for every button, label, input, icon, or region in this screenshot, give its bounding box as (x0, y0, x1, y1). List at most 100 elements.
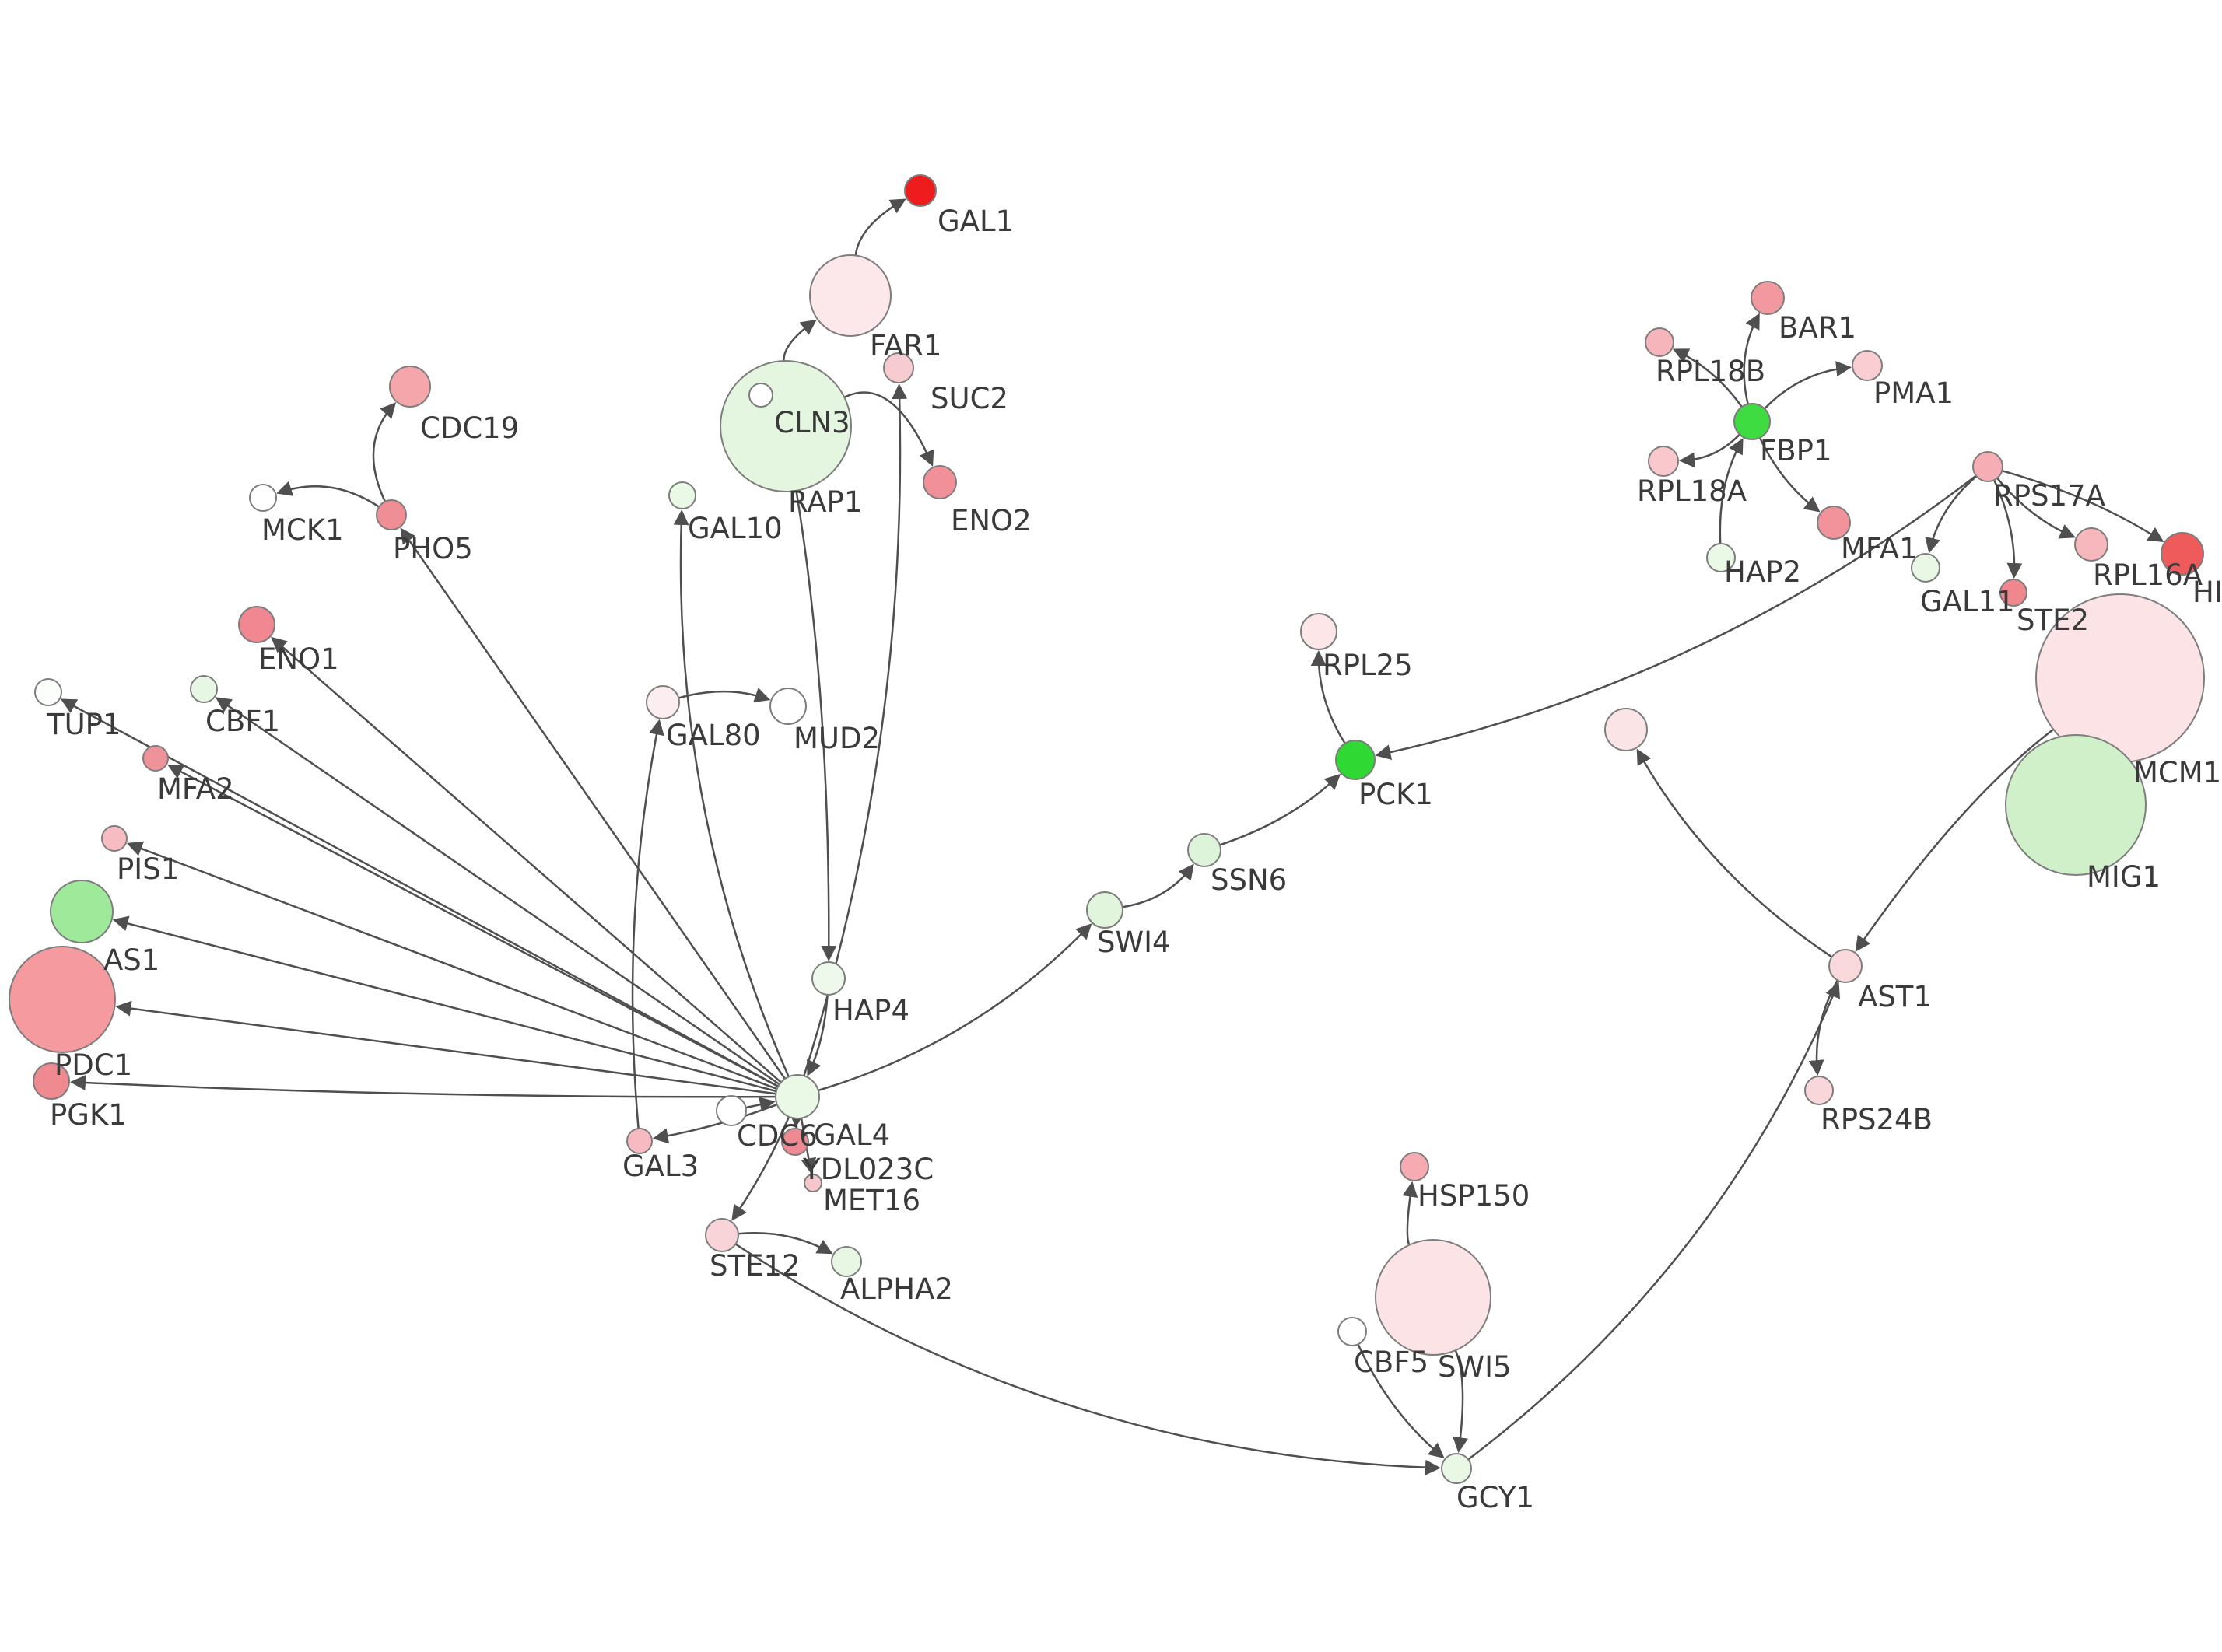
edge-rps17a-his4[interactable] (2001, 469, 2164, 543)
node-cdc19[interactable] (389, 366, 431, 408)
node-gcy1[interactable] (1441, 1453, 1472, 1484)
edge-gal4-pho5[interactable] (400, 527, 787, 1080)
node-mfa1[interactable] (1817, 506, 1851, 540)
edge-fbp1-rpl18a[interactable] (1679, 433, 1740, 468)
node-gal3[interactable] (626, 1128, 653, 1154)
edge-far1-gal1[interactable] (854, 198, 906, 256)
node-cbf5[interactable] (1337, 1317, 1367, 1346)
edge-rps17a-gal11[interactable] (1925, 475, 1978, 554)
edge-fbp1-bar1[interactable] (1743, 313, 1760, 404)
node-pho5[interactable] (376, 499, 407, 530)
node-his4[interactable] (2161, 532, 2204, 576)
edge-gal4-swi4[interactable] (818, 923, 1092, 1092)
node-hap2[interactable] (1706, 543, 1736, 572)
node-pck1[interactable] (1335, 740, 1376, 780)
node-hsp150[interactable] (1400, 1152, 1429, 1181)
node-ast1[interactable] (1828, 949, 1863, 983)
node-gal4[interactable] (775, 1074, 820, 1119)
node-cbf1[interactable] (190, 675, 218, 703)
node-pis1[interactable] (101, 825, 128, 852)
edge-gal4-mfa2[interactable] (166, 764, 779, 1088)
node-n1[interactable] (1604, 708, 1648, 751)
node-mig1[interactable] (2005, 734, 2147, 876)
edge-gal4-as1[interactable] (112, 915, 777, 1093)
edge-gal80-mud2[interactable] (678, 688, 771, 703)
node-cln3[interactable] (748, 383, 773, 408)
node-tup1[interactable] (34, 678, 62, 706)
node-pgk1[interactable] (33, 1062, 70, 1100)
node-rps17a[interactable] (1972, 451, 2003, 482)
edge-gcy1-ast1[interactable] (1467, 982, 1841, 1461)
node-suc2[interactable] (883, 352, 914, 383)
node-pdc1[interactable] (9, 946, 116, 1053)
node-far1[interactable] (809, 254, 892, 337)
edge-gal4-cbf1[interactable] (215, 697, 780, 1086)
edge-cdc6-gal4[interactable] (745, 1097, 776, 1112)
edge-fbp1-mfa1[interactable] (1758, 437, 1821, 513)
node-pma1[interactable] (1852, 350, 1883, 381)
edge-fbp1-rpl18b[interactable] (1673, 348, 1743, 408)
node-eno2[interactable] (923, 465, 957, 499)
edge-rps17a-pck1[interactable] (1375, 474, 1977, 760)
edge-gal4-ste12[interactable] (731, 1116, 790, 1221)
node-as1[interactable] (50, 880, 114, 943)
node-cdc6[interactable] (716, 1095, 747, 1126)
edge-ast1-rps24b[interactable] (1808, 979, 1838, 1076)
node-met16[interactable] (804, 1174, 822, 1192)
node-label-his4: HIS4 (2192, 576, 2222, 609)
edge-gal4-gal10[interactable] (673, 509, 790, 1077)
edge-rap1-eno2[interactable] (843, 391, 934, 467)
edge-swi4-ssn6[interactable] (1122, 863, 1194, 908)
node-ydl023c[interactable] (781, 1128, 809, 1156)
node-gal10[interactable] (668, 481, 696, 509)
node-gal11[interactable] (1911, 553, 1940, 583)
edge-mcm1-ast1[interactable] (1855, 728, 2055, 952)
node-rpl18b[interactable] (1645, 327, 1674, 357)
edge-ste12-alpha2[interactable] (738, 1232, 833, 1255)
node-hap4[interactable] (811, 961, 846, 996)
edge-ast1-n1[interactable] (1636, 748, 1833, 958)
edge-pck1-rpl25[interactable] (1310, 650, 1346, 744)
edge-rps17a-ste2[interactable] (1992, 479, 2023, 579)
edge-gal4-pdc1[interactable] (115, 1000, 776, 1095)
node-swi4[interactable] (1086, 891, 1123, 929)
edge-gal4-tup1[interactable] (60, 698, 779, 1087)
node-alpha2[interactable] (831, 1246, 862, 1277)
node-rpl16a[interactable] (2074, 527, 2108, 562)
edge-gal4-pgk1[interactable] (70, 1075, 776, 1098)
node-ssn6[interactable] (1187, 833, 1221, 867)
node-gal80[interactable] (646, 685, 680, 719)
edge-rap1-hap4[interactable] (795, 490, 837, 961)
node-mfa2[interactable] (142, 745, 169, 772)
node-eno1[interactable] (238, 606, 275, 643)
node-fbp1[interactable] (1733, 403, 1771, 440)
edge-gal4-pis1[interactable] (126, 841, 778, 1090)
node-label-cbf5: CBF5 (1354, 1346, 1428, 1379)
edge-cbf5-gcy1[interactable] (1357, 1343, 1445, 1459)
node-ste2[interactable] (1999, 579, 2027, 607)
edge-hap4-gal4[interactable] (807, 994, 829, 1076)
edge-fbp1-pma1[interactable] (1764, 361, 1852, 410)
edge-pho5-cdc19[interactable] (372, 402, 397, 502)
edge-pho5-mck1[interactable] (276, 481, 380, 508)
edge-swi5-gcy1[interactable] (1453, 1349, 1469, 1454)
edge-hap2-fbp1[interactable] (1719, 438, 1744, 544)
edge-swi5-hsp150[interactable] (1402, 1181, 1418, 1246)
node-bar1[interactable] (1751, 281, 1785, 315)
node-ste12[interactable] (705, 1218, 739, 1252)
edge-ste12-gcy1[interactable] (734, 1243, 1441, 1475)
node-rps24b[interactable] (1804, 1076, 1834, 1105)
edge-rap1-far1[interactable] (783, 319, 817, 362)
edge-gal4-eno1[interactable] (271, 636, 782, 1083)
node-mck1[interactable] (249, 484, 277, 512)
node-swi5[interactable] (1375, 1239, 1491, 1356)
edge-ssn6-pck1[interactable] (1219, 773, 1341, 846)
node-rpl18a[interactable] (1648, 446, 1679, 477)
edge-gal4-gal3[interactable] (652, 1103, 778, 1144)
node-gal1[interactable] (904, 174, 937, 207)
edge-gal3-gal80[interactable] (631, 719, 664, 1129)
edge-rps17a-rpl16a[interactable] (1996, 477, 2076, 539)
node-rpl25[interactable] (1300, 613, 1337, 650)
node-mud2[interactable] (769, 688, 807, 725)
